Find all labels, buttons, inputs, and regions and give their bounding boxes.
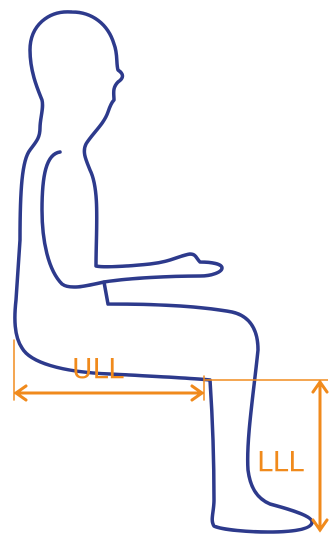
upper-leg-label: ULL (72, 352, 124, 385)
lower-leg-label: LLL (257, 445, 304, 478)
